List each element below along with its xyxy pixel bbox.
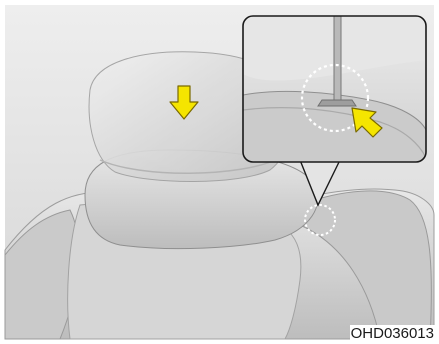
detail-inset [243,16,426,162]
figure-code: OHD036013 [350,325,435,342]
